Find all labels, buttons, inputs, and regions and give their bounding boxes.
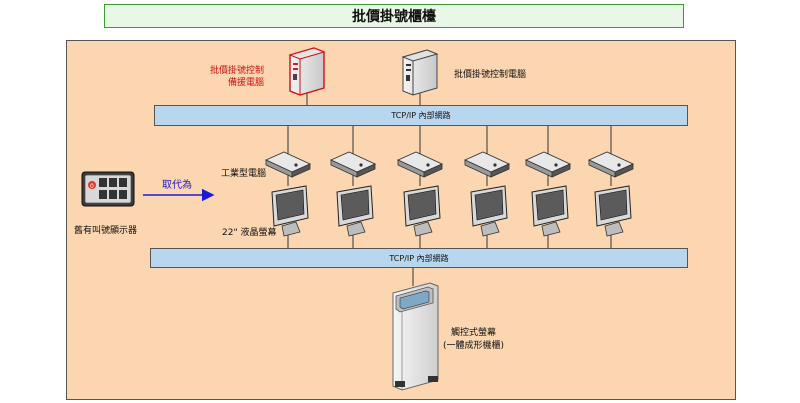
upper-network-label: TCP/IP 內部網路: [391, 111, 451, 120]
replace-arrow-label: 取代為: [162, 180, 192, 191]
upper-network-bar: TCP/IP 內部網路: [154, 105, 688, 126]
lower-network-bar: TCP/IP 內部網路: [150, 248, 688, 268]
main-server-label: 批價掛號控制電腦: [454, 70, 527, 80]
page-title: 批價掛號櫃檯: [104, 4, 684, 28]
lcd-monitor-label: 22" 液晶螢幕: [222, 228, 277, 238]
lcd-monitor-icon: [531, 185, 569, 237]
station-4: [463, 126, 511, 248]
industrial-pc-icon: [463, 151, 511, 178]
industrial-pc-icon: [329, 151, 377, 178]
lcd-monitor-icon: [336, 185, 374, 237]
legacy-display-icon: 0: [81, 171, 135, 207]
backup-server-label-line1: 批價掛號控制: [210, 66, 265, 76]
legacy-display-label: 舊有叫號顯示器: [74, 226, 138, 236]
industrial-pc-icon: [264, 151, 312, 178]
lcd-monitor-icon: [470, 185, 508, 237]
station-2: [329, 126, 377, 248]
backup-server-label: 批價掛號控制 備援電腦: [210, 65, 264, 89]
station-5: [524, 126, 572, 248]
industrial-pc-icon: [396, 151, 444, 178]
svg-text:0: 0: [90, 183, 94, 190]
station-3: [396, 126, 444, 248]
backup-server-icon: [288, 47, 326, 96]
kiosk-label-line2: (一體成形機櫃): [443, 341, 505, 351]
industrial-pc-icon: [587, 151, 635, 178]
station-1: [264, 126, 312, 248]
industrial-pc-icon: [524, 151, 572, 178]
kiosk-label: 觸控式螢幕 (一體成形機櫃): [443, 327, 504, 353]
lcd-monitor-icon: [271, 185, 309, 237]
lcd-monitor-icon: [594, 185, 632, 237]
lower-network-label: TCP/IP 內部網路: [389, 253, 449, 263]
station-group: [264, 126, 635, 248]
backup-server-label-line2: 備援電腦: [228, 78, 265, 88]
main-server-icon: [401, 49, 439, 96]
lcd-monitor-icon: [403, 185, 441, 237]
kiosk-label-line1: 觸控式螢幕: [451, 328, 497, 338]
station-6: [587, 126, 635, 248]
kiosk-icon: [392, 282, 439, 391]
industrial-pc-label: 工業型電腦: [221, 169, 267, 179]
